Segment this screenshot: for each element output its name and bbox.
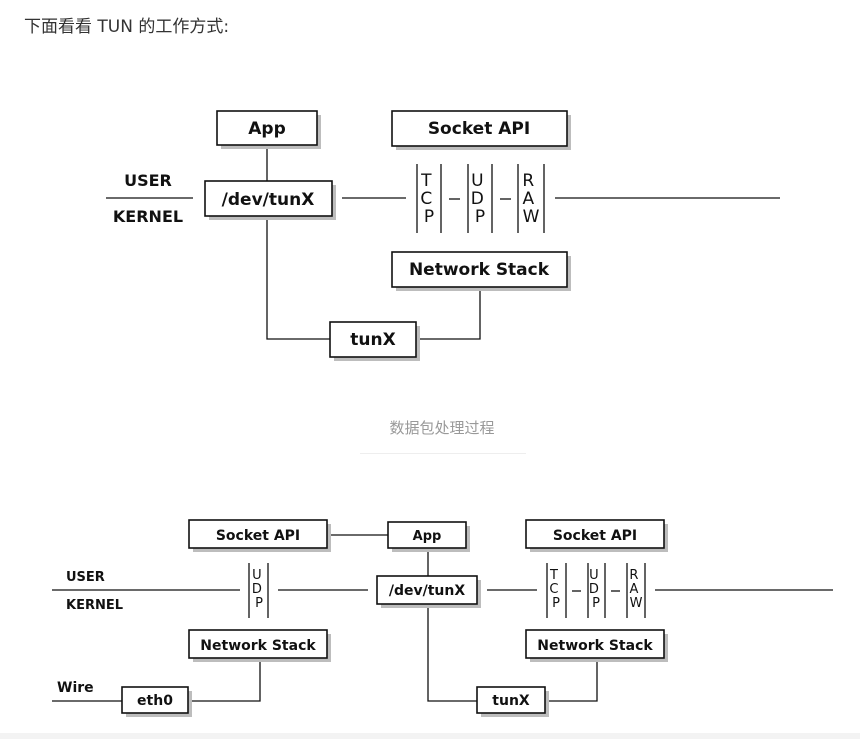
tunx-to-stack-line-2 <box>545 658 598 702</box>
protocol-raw-right-a: A <box>629 582 638 597</box>
socket-api-right-label: Socket API <box>553 528 637 544</box>
protocol-tcp-right-p: P <box>552 596 560 611</box>
protocol-udp-right-p: P <box>592 596 600 611</box>
protocol-raw-right-r: R <box>629 568 638 583</box>
caption-divider <box>360 453 526 454</box>
protocol-raw-right-w: W <box>630 596 643 611</box>
protocol-stack-right: T C P U D P R A W <box>546 563 646 618</box>
footer-bar <box>0 733 860 739</box>
devtun-to-tunx-line-2 <box>427 604 477 702</box>
protocol-udp: U D P <box>471 171 490 227</box>
dev-tun-box: /dev/tunX <box>204 180 336 220</box>
intro-text: 下面看看 TUN 的工作方式: <box>24 17 230 37</box>
protocol-raw-a: A <box>522 189 534 209</box>
app-label-2: App <box>413 529 442 544</box>
protocol-udp-left: U D P <box>252 568 266 611</box>
socket-api-right-box: Socket API <box>525 519 668 552</box>
protocol-raw-right: R A W <box>629 568 642 611</box>
protocol-udp-u: U <box>471 171 483 191</box>
protocol-raw-w: W <box>523 207 540 227</box>
protocol-udp-right-u: U <box>589 568 599 583</box>
protocol-udp-left-u: U <box>252 568 262 583</box>
protocol-udp-p: P <box>475 207 485 227</box>
protocol-stack-1: T C P U D P R A W <box>416 164 545 233</box>
socket-api-left-label: Socket API <box>216 528 300 544</box>
protocol-tcp-p: P <box>424 207 434 227</box>
protocol-tcp: T C P <box>420 171 438 227</box>
protocol-tcp-right-t: T <box>549 568 558 583</box>
eth0-box: eth0 <box>121 686 192 717</box>
protocol-tcp-right: T C P <box>549 568 563 611</box>
network-stack-label: Network Stack <box>409 260 550 280</box>
protocol-tcp-right-c: C <box>549 582 558 597</box>
network-stack-box: Network Stack <box>391 251 571 291</box>
kernel-label-2: KERNEL <box>66 598 123 613</box>
tunx-to-stack-line <box>416 287 481 340</box>
network-stack-left-box: Network Stack <box>188 629 331 662</box>
app-label: App <box>248 119 286 139</box>
tunx-box-2: tunX <box>476 686 549 717</box>
user-label-2: USER <box>66 570 105 585</box>
dev-tun-label: /dev/tunX <box>222 190 315 210</box>
protocol-udp-right-d: D <box>589 582 599 597</box>
user-label: USER <box>124 171 172 190</box>
socket-api-left-box: Socket API <box>188 519 331 552</box>
dev-tun-box-2: /dev/tunX <box>376 575 481 608</box>
protocol-udp-left-d: D <box>252 582 262 597</box>
protocol-udp-left-p: P <box>255 596 263 611</box>
protocol-tcp-c: C <box>420 189 432 209</box>
devtun-to-tunx-line <box>266 216 330 340</box>
protocol-stack-left: U D P <box>248 563 269 618</box>
protocol-udp-right: U D P <box>589 568 603 611</box>
protocol-udp-d: D <box>471 189 484 209</box>
tunx-label: tunX <box>350 330 395 350</box>
network-stack-right-label: Network Stack <box>537 638 653 654</box>
protocol-tcp-t: T <box>420 171 432 191</box>
tunx-box: tunX <box>329 321 420 361</box>
app-box: App <box>216 110 321 149</box>
diagram-1: USER KERNEL App Socket API /dev/tunX <box>106 110 780 361</box>
network-stack-right-box: Network Stack <box>525 629 668 662</box>
app-box-2: App <box>387 521 470 552</box>
diagram-2: USER KERNEL Wire Socket API App Socket A… <box>52 519 833 717</box>
socket-api-label: Socket API <box>428 119 530 139</box>
diagram-caption: 数据包处理过程 <box>389 419 495 437</box>
protocol-raw-r: R <box>522 171 534 191</box>
eth0-label: eth0 <box>137 693 173 709</box>
kernel-label: KERNEL <box>113 207 183 226</box>
eth0-to-stack-line <box>188 658 261 702</box>
wire-label: Wire <box>57 680 94 696</box>
tunx-label-2: tunX <box>492 693 530 709</box>
network-stack-left-label: Network Stack <box>200 638 316 654</box>
protocol-raw: R A W <box>522 171 539 227</box>
dev-tun-label-2: /dev/tunX <box>389 583 465 599</box>
socket-api-box: Socket API <box>391 110 571 150</box>
